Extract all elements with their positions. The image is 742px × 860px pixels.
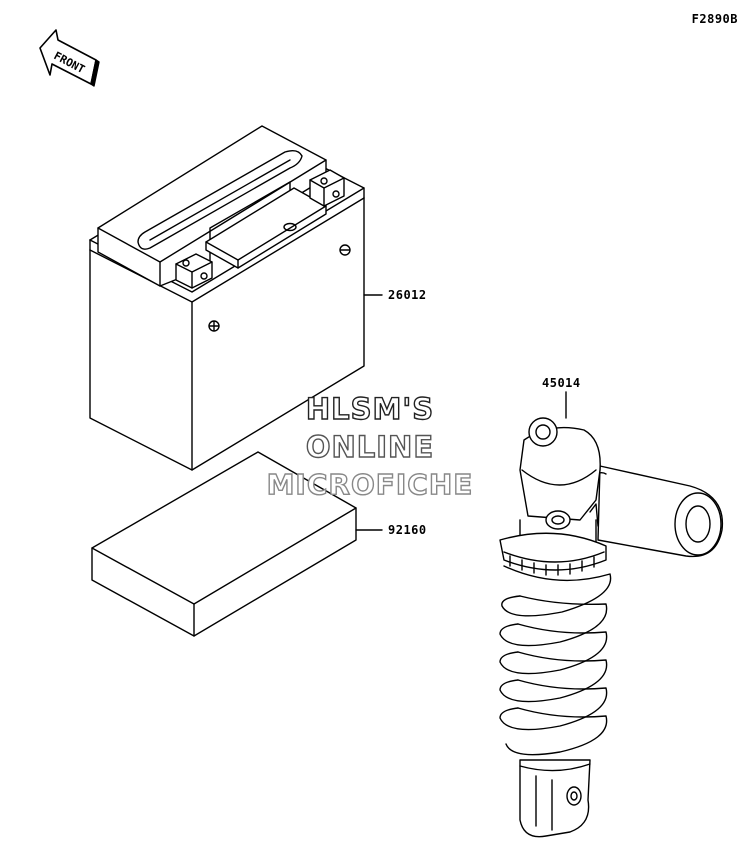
watermark-line-1: HLSM'S [305, 391, 435, 426]
battery-drawing [89, 125, 365, 471]
figure-code: F2890B [691, 12, 738, 26]
part-number-92160: 92160 [388, 523, 427, 537]
watermark-line-3: MICROFICHE [266, 467, 474, 501]
battery-terminal-left [175, 253, 213, 289]
battery-pad-drawing [91, 451, 357, 637]
part-number-26012: 26012 [388, 288, 427, 302]
front-arrow-icon: FRONT [39, 29, 100, 87]
battery-terminal-right [309, 169, 345, 207]
watermark-line-2: ONLINE [305, 429, 435, 464]
shock-absorber-drawing [499, 417, 724, 838]
part-number-45014: 45014 [542, 376, 581, 390]
